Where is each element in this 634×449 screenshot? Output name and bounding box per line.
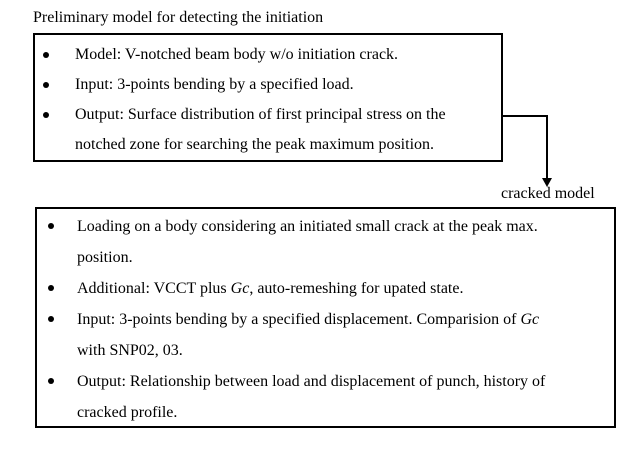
bullet-item-loading: Loading on a body considering an initiat… [37, 211, 614, 273]
bullet-icon [48, 316, 54, 322]
bullet-text: Additional: VCCT plus Gc, auto-remeshing… [77, 273, 614, 304]
connector-vertical-line [546, 115, 548, 179]
preliminary-model-box: Model: V-notched beam body w/o initiatio… [33, 33, 503, 162]
bullet-text-line2: notched zone for searching the peak maxi… [75, 136, 435, 153]
bullet-text-line2: cracked profile. [77, 404, 178, 421]
gc-italic: Gc [230, 280, 250, 297]
bullet-item-model: Model: V-notched beam body w/o initiatio… [35, 40, 501, 70]
bullet-text: Input: 3-points bending by a specified l… [75, 76, 354, 93]
bullet-item-additional: Additional: VCCT plus Gc, auto-remeshing… [37, 273, 614, 304]
bullet-item-output: Output: Surface distribution of first pr… [35, 100, 501, 160]
bullet-item-input2: Input: 3-points bending by a specified d… [37, 304, 614, 366]
text-segment: Input: 3-points bending by a specified d… [77, 311, 521, 328]
bullet-item-input: Input: 3-points bending by a specified l… [35, 70, 501, 100]
text-segment: Additional: VCCT plus [77, 280, 231, 297]
cracked-model-label: cracked model [501, 185, 595, 202]
bullet-icon [43, 112, 49, 118]
text-segment: , auto-remeshing for upated state. [249, 280, 464, 297]
down-arrow-icon [542, 178, 552, 187]
bullet-text-line1: Input: 3-points bending by a specified d… [77, 304, 614, 335]
diagram-title: Preliminary model for detecting the init… [33, 9, 324, 26]
bullet-text-line1: Output: Relationship between load and di… [77, 373, 546, 390]
bullet-icon [48, 285, 54, 291]
bullet-icon [48, 378, 54, 384]
bullet-icon [43, 52, 49, 58]
bullet-text-line1: Loading on a body considering an initiat… [77, 218, 538, 235]
bullet-icon [48, 223, 54, 229]
connector-horizontal-line [503, 115, 548, 117]
bullet-text-line2: with SNP02, 03. [77, 342, 183, 359]
bullet-text-line1: Output: Surface distribution of first pr… [75, 106, 446, 123]
bullet-icon [43, 82, 49, 88]
bullet-text: Model: V-notched beam body w/o initiatio… [75, 46, 399, 63]
cracked-model-box: Loading on a body considering an initiat… [35, 207, 616, 428]
bullet-item-output2: Output: Relationship between load and di… [37, 366, 614, 428]
gc-italic: Gc [520, 311, 540, 328]
bullet-text-line2: position. [77, 249, 133, 266]
